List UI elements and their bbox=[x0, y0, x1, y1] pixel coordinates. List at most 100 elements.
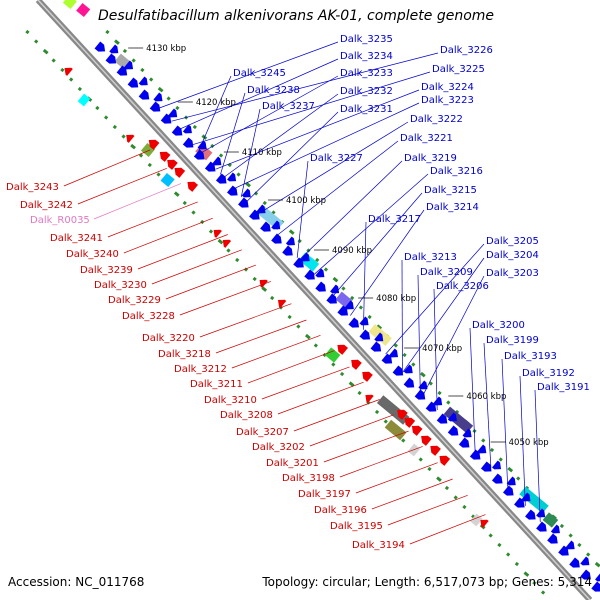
plus-strand-gene bbox=[591, 581, 600, 592]
plus-strand-gene bbox=[315, 268, 325, 278]
minus-label-leader bbox=[107, 201, 198, 238]
plus-gene-label: Dalk_3245 bbox=[233, 68, 286, 79]
minus-strand-gene bbox=[278, 299, 287, 308]
minus-label-leader bbox=[199, 303, 292, 338]
minus-gene-label: Dalk_3228 bbox=[122, 311, 175, 322]
gc-dot bbox=[418, 457, 423, 462]
minus-label-leader bbox=[261, 366, 350, 400]
gc-dot bbox=[341, 286, 346, 291]
plus-label-leader bbox=[501, 358, 509, 487]
minus-gene-label: Dalk_3198 bbox=[282, 473, 335, 484]
gc-dot bbox=[261, 286, 268, 292]
plus-strand-gene bbox=[458, 437, 470, 448]
plus-strand-gene bbox=[514, 497, 525, 508]
minus-label-leader bbox=[77, 167, 167, 205]
minus-label-leader bbox=[123, 217, 213, 254]
gc-dot bbox=[270, 295, 275, 301]
plus-strand-gene bbox=[124, 60, 134, 70]
minus-label-leader bbox=[63, 149, 151, 187]
plus-strand-gene bbox=[569, 557, 580, 568]
gc-dot bbox=[112, 124, 117, 130]
gc-dot bbox=[262, 200, 267, 206]
minus-label-leader bbox=[309, 414, 394, 447]
gc-dot bbox=[131, 58, 136, 63]
minus-strand-gene bbox=[351, 359, 362, 370]
plus-gene-label: Dalk_3224 bbox=[421, 82, 474, 93]
gc-dot bbox=[453, 495, 458, 500]
minus-strand-gene bbox=[365, 394, 374, 403]
plus-strand-gene bbox=[425, 401, 437, 412]
gc-dot bbox=[332, 276, 339, 283]
gc-dot bbox=[217, 238, 224, 245]
gc-dot bbox=[594, 561, 600, 568]
plus-strand-gene bbox=[197, 140, 207, 150]
gc-dot bbox=[376, 324, 383, 330]
plus-gene-label: Dalk_3221 bbox=[400, 133, 453, 144]
kbp-tick-label: 4050 kbp bbox=[509, 438, 549, 448]
minus-strand-gene bbox=[337, 344, 348, 355]
gc-dot bbox=[419, 371, 426, 378]
minus-label-leader bbox=[215, 319, 307, 354]
plus-label-leader bbox=[220, 92, 246, 175]
gc-dot bbox=[358, 305, 364, 310]
minus-gene-label: Dalk_3229 bbox=[108, 295, 161, 306]
plus-strand-gene bbox=[374, 332, 384, 342]
minus-label-leader bbox=[277, 381, 364, 415]
plus-gene-label: Dalk_3205 bbox=[486, 236, 539, 247]
minus-label-leader bbox=[293, 399, 380, 432]
plus-gene-label: Dalk_3192 bbox=[522, 368, 575, 379]
plus-strand-gene bbox=[285, 236, 295, 246]
gc-dot bbox=[103, 115, 109, 120]
plus-label-leader bbox=[223, 93, 339, 178]
plus-strand-gene bbox=[315, 281, 326, 292]
gc-dot bbox=[357, 390, 362, 396]
minus-gene-label: Dalk_3197 bbox=[298, 489, 351, 500]
minus-label-leader bbox=[179, 281, 272, 316]
minus-strand-gene bbox=[64, 67, 73, 76]
gc-dot bbox=[182, 200, 187, 206]
plus-label-leader bbox=[233, 102, 420, 190]
gc-dot bbox=[122, 48, 128, 54]
plus-strand-gene bbox=[293, 257, 304, 268]
plus-gene-label: Dalk_3215 bbox=[424, 185, 477, 196]
gc-dot bbox=[25, 29, 30, 35]
gc-dot bbox=[462, 504, 467, 510]
minus-strand-gene bbox=[126, 134, 135, 143]
gc-dot bbox=[437, 390, 442, 396]
minus-label-leader bbox=[371, 478, 453, 510]
plus-strand-gene bbox=[491, 473, 503, 484]
plus-strand-gene bbox=[212, 156, 222, 166]
plus-label-leader bbox=[245, 111, 339, 203]
kbp-tick-label: 4060 kbp bbox=[466, 392, 506, 402]
minus-gene-label: Dalk_3207 bbox=[236, 427, 289, 438]
minus-label-leader bbox=[151, 249, 242, 285]
gc-dot bbox=[427, 466, 432, 472]
gc-dot bbox=[305, 333, 311, 340]
gc-dot bbox=[383, 419, 388, 424]
minus-strand-gene bbox=[404, 417, 416, 428]
gc-dot bbox=[516, 476, 521, 481]
plus-strand-gene bbox=[580, 569, 591, 580]
minus-gene-label: Dalk_3243 bbox=[6, 182, 59, 193]
plus-label-leader bbox=[469, 327, 476, 452]
gc-dot bbox=[236, 172, 241, 177]
minus-label-leader bbox=[387, 494, 468, 526]
minus-strand-gene bbox=[159, 151, 171, 162]
gc-dot bbox=[348, 381, 355, 387]
plus-gene-label: Dalk_3209 bbox=[420, 267, 473, 278]
plus-strand-gene bbox=[536, 508, 546, 518]
gc-dot bbox=[114, 39, 120, 45]
plus-strand-gene bbox=[433, 396, 443, 406]
kbp-tick-label: 4100 kbp bbox=[286, 196, 326, 206]
plus-strand-gene bbox=[447, 412, 457, 422]
plus-gene-label: Dalk_3193 bbox=[504, 351, 557, 362]
plus-strand-gene bbox=[249, 209, 260, 220]
gc-dot bbox=[306, 248, 311, 253]
plus-strand-gene bbox=[506, 476, 516, 486]
plus-strand-gene bbox=[414, 389, 426, 400]
plus-strand-gene bbox=[477, 444, 487, 454]
plus-strand-gene bbox=[565, 540, 575, 550]
plus-label-leader bbox=[276, 140, 399, 236]
plus-gene-label: Dalk_3213 bbox=[404, 252, 457, 263]
